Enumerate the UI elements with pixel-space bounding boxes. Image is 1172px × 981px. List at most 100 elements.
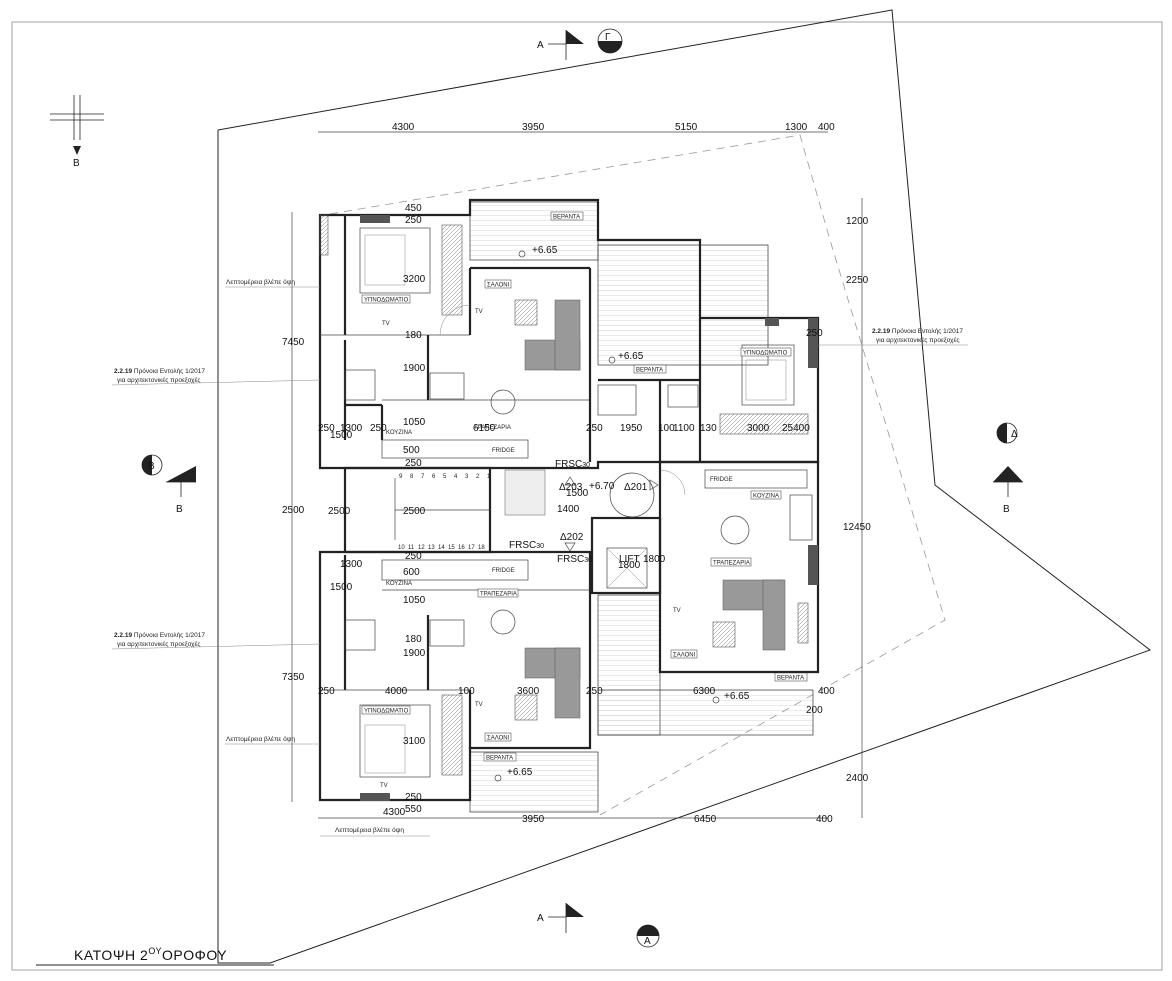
fridge-3: FRIDGE (710, 477, 733, 483)
svg-text:14: 14 (438, 545, 445, 551)
svg-text:18: 18 (478, 545, 485, 551)
level-right-veranda: +6.65 (618, 351, 644, 362)
annotation-notes: Λεπτομέρεια βλέπε όψη Λεπτομέρεια βλέπε … (111, 278, 968, 837)
dim-top-3: 5150 (675, 122, 698, 133)
dim-400-r: 400 (818, 686, 835, 697)
fridge-1: FRIDGE (492, 448, 515, 454)
room-kitchen-2: ΚΟΥΖΙΝΑ (386, 581, 412, 587)
section-a-bottom-circle: Α (644, 936, 651, 947)
section-a-bottom: Α (537, 913, 544, 924)
dim-500: 500 (403, 445, 420, 456)
dim-1900-bottom: 1900 (403, 648, 426, 659)
room-veranda-2: ΒΕΡΑΝΤΑ (636, 368, 663, 374)
dim-180-a: 180 (405, 330, 422, 341)
svg-text:7: 7 (421, 474, 425, 480)
section-b-left: Β (176, 504, 183, 515)
dim-left-2: 2500 (282, 505, 305, 516)
svg-text:9: 9 (399, 474, 403, 480)
section-b-left-circle: Β (148, 461, 155, 472)
apartment-bottom (318, 550, 814, 813)
dim-top-2: 3950 (522, 122, 545, 133)
frsc-3: FRSC30 (557, 554, 592, 565)
dim-3100: 3100 (403, 736, 426, 747)
stair-numbers: 9 8 7 6 5 4 3 2 1 10 11 12 13 14 15 16 1… (398, 474, 491, 551)
dim-1050-top: 1050 (403, 417, 426, 428)
room-lift: LIFT (619, 554, 640, 565)
note-details-3: Λεπτομέρεια βλέπε όψη (335, 826, 404, 834)
dim-bottom-small-2: 250 (405, 792, 422, 803)
dim-1800-a: 1800 (643, 554, 666, 565)
note-details-1: Λεπτομέρεια βλέπε όψη (226, 278, 295, 286)
svg-text:11: 11 (408, 545, 415, 551)
svg-text:2: 2 (476, 474, 480, 480)
dim-3200: 3200 (403, 274, 426, 285)
section-d-right: Δ (1011, 429, 1018, 440)
delta-203: Δ203 (559, 482, 583, 493)
sheet-frame (11, 21, 1163, 971)
room-veranda-3: ΒΕΡΑΝΤΑ (777, 676, 804, 682)
dim-bottom-3: 6450 (694, 814, 717, 825)
dim-1300-bottom: 1300 (340, 559, 363, 570)
room-kitchen-1: ΚΟΥΖΙΝΑ (386, 430, 412, 436)
frsc-2: FRSC30 (509, 540, 544, 551)
dim-1500-core: 1500 (566, 488, 589, 499)
svg-text:3: 3 (465, 474, 469, 480)
svg-text:1: 1 (487, 474, 491, 480)
level-marks: +6.65 +6.65 +6.65 +6.65 +6.70 (494, 245, 750, 782)
dim-1100: 1100 (673, 423, 695, 434)
dim-top-5: 400 (818, 122, 835, 133)
apartment-right (658, 460, 820, 674)
dim-250-g: 250 (318, 686, 335, 697)
dim-1500-top: 1500 (330, 430, 353, 441)
fridge-2: FRIDGE (492, 568, 515, 574)
dim-top-4: 1300 (785, 122, 808, 133)
dim-right-1: 1200 (846, 216, 869, 227)
frsc-1: FRSC30 (555, 459, 590, 470)
dim-2500-stair: 2500 (403, 506, 426, 517)
note-details-2: Λεπτομέρεια βλέπε όψη (226, 735, 295, 743)
dim-bottom-small-1: 550 (405, 804, 422, 815)
room-salon-2: ΣΑΛΟΝΙ (487, 736, 510, 742)
dim-1800-b: 1800 (618, 560, 641, 571)
dim-250-a: 250 (586, 423, 603, 434)
room-salon-3: ΣΑΛΟΝΙ (673, 653, 696, 659)
dim-4000: 4000 (385, 686, 408, 697)
dim-6150: 6150 (473, 423, 496, 434)
dim-bottom-2: 3950 (522, 814, 545, 825)
dim-180-b: 180 (405, 634, 422, 645)
dim-600: 600 (403, 567, 420, 578)
note-rule-3-sub: για αρχιτεκτονικές προεξοχές (876, 336, 959, 344)
section-a-top: Α (537, 40, 544, 51)
svg-text:12: 12 (418, 545, 425, 551)
tv-1: TV (475, 309, 483, 315)
room-salon-1: ΣΑΛΟΝΙ (487, 283, 510, 289)
level-bottom-veranda: +6.65 (507, 767, 533, 778)
plot-boundary (217, 9, 1152, 964)
dim-130: 130 (700, 423, 717, 434)
level-bottom-right-veranda: +6.65 (724, 691, 750, 702)
dim-200: 200 (806, 705, 823, 716)
section-b-right: Β (1003, 504, 1010, 515)
svg-text:4: 4 (454, 474, 458, 480)
dim-100-b: 100 (458, 686, 475, 697)
dim-1050-bottom: 1050 (403, 595, 426, 606)
dim-1500-bottom: 1500 (330, 582, 353, 593)
dim-1950: 1950 (620, 423, 643, 434)
apartment-top (318, 198, 820, 635)
note-rule-3: 2.2.19 Πρόνοια Εντολής 1/2017 (872, 327, 963, 335)
dim-1900-top: 1900 (403, 363, 426, 374)
fire-doors: FRSC30 FRSC30 FRSC30 (509, 459, 592, 565)
svg-text:5: 5 (443, 474, 447, 480)
svg-text:6: 6 (432, 474, 436, 480)
svg-text:15: 15 (448, 545, 455, 551)
dim-right-2: 2250 (846, 275, 869, 286)
tv-5: TV (380, 783, 388, 789)
room-bedroom-2: ΥΠΝΟΔΩΜΑΤΙΟ (743, 351, 788, 357)
dim-250-h: 250 (806, 328, 823, 339)
dim-left-3: 7350 (282, 672, 305, 683)
dim-right-4: 2400 (846, 773, 869, 784)
dim-right-3: 12450 (843, 522, 871, 533)
note-rule-2: 2.2.19 Πρόνοια Εντολής 1/2017 (114, 631, 205, 639)
section-g-top: Γ (605, 32, 611, 43)
delta-markers: Δ203 Δ201 Δ202 (559, 476, 659, 552)
